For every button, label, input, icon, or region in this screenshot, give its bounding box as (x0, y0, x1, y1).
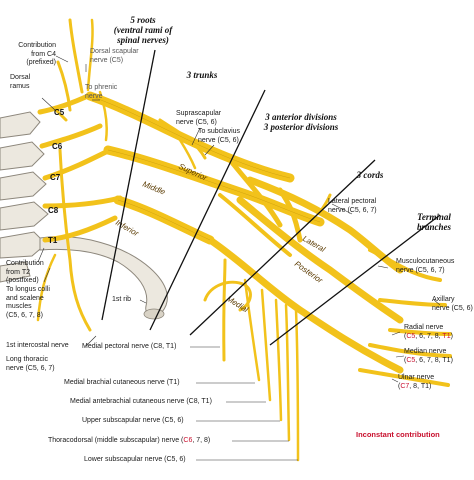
label-radial: Radial nerve (C5, 6, 7, 8, T1) (404, 324, 453, 341)
ulnar-roots: , 8, T1) (409, 382, 432, 390)
label-to-phrenic-line1: To phrenic (85, 84, 118, 91)
label-medial-brachial: Medial brachial cutaneous nerve (T1) (64, 379, 180, 386)
label-contribution-c4-line1: Contribution (18, 42, 56, 49)
label-contribution-t2-line3: (postfixed) (6, 277, 39, 284)
label-contribution-c4-line3: (prefixed) (26, 59, 56, 66)
heading-roots-line2: (ventral rami of (113, 25, 173, 35)
label-lateral-pectoral-line2: nerve (C5, 6, 7) (328, 206, 377, 214)
label-ulnar-line1: Ulnar nerve (398, 374, 435, 381)
label-dorsal-scapular: Dorsal scapular nerve (C5) (90, 48, 139, 65)
label-dorsal-scapular-line1: Dorsal scapular (90, 48, 139, 55)
label-longus-line2: and scalene (6, 294, 44, 302)
label-axillary-line2: nerve (C5, 6) (432, 304, 473, 312)
heading-roots-line3: spinal nerves) (117, 35, 169, 45)
label-medial-pectoral: Medial pectoral nerve (C8, T1) (82, 343, 177, 350)
label-dorsal-ramus: Dorsal ramus (10, 74, 30, 91)
heading-trunks: 3 trunks (186, 70, 218, 80)
label-musculocutaneous-line1: Musculocutaneous (396, 258, 455, 265)
median-paren-open: ( (404, 356, 407, 364)
label-axillary: Axillary nerve (C5, 6) (432, 296, 473, 313)
label-long-thoracic-line1: Long thoracic (6, 356, 49, 363)
label-to-subclavius: To subclavius nerve (C5, 6) (198, 128, 240, 145)
label-contribution-t2: Contribution from T2 (postfixed) (6, 260, 44, 286)
label-axillary-line1: Axillary (432, 296, 455, 303)
label-contribution-t2-line1: Contribution (6, 260, 44, 267)
label-to-phrenic-line2: nerve (85, 92, 103, 100)
heading-roots-line1: 5 roots (130, 15, 156, 25)
legend-inconstant-contribution: Inconstant contribution (356, 430, 440, 439)
radial-paren-close: ) (450, 332, 453, 340)
label-radial-line2: (C5, 6, 7, 8, T1) (404, 333, 453, 342)
leader-lines (37, 55, 441, 461)
thoracodorsal-roots: , 7, 8) (192, 437, 211, 444)
label-suprascapular-line1: Suprascapular (176, 110, 222, 117)
vertebral-column (0, 111, 49, 283)
label-longus-line3: muscles (6, 303, 32, 310)
label-to-subclavius-line2: nerve (C5, 6) (198, 136, 239, 144)
label-first-rib: 1st rib (112, 296, 132, 303)
label-dorsal-scapular-line2: nerve (C5) (90, 56, 124, 64)
thoracodorsal-inconstant-c6: C6 (183, 437, 193, 444)
label-musculocutaneous: Musculocutaneous nerve (C5, 6, 7) (396, 258, 454, 275)
heading-terminal-line2: branches (416, 222, 451, 232)
radial-inconstant-t1: T1 (442, 332, 451, 340)
root-label-c7: C7 (50, 173, 61, 182)
label-longus-line1: To longus colli (6, 286, 50, 293)
label-suprascapular-line2: nerve (C5, 6) (176, 118, 217, 126)
label-dorsal-ramus-line2: ramus (10, 82, 30, 90)
root-label-t1: T1 (48, 236, 58, 245)
rib-end (143, 308, 165, 320)
label-upper-subscapular: Upper subscapular nerve (C5, 6) (82, 417, 184, 424)
ulnar-inconstant-c7: C7 (400, 382, 410, 390)
heading-roots: 5 roots (ventral rami of spinal nerves) (98, 15, 188, 45)
root-label-c5: C5 (54, 108, 65, 117)
label-lateral-pectoral-line1: Lateral pectoral (328, 198, 377, 205)
label-median: Median nerve (C5, 6, 7, 8, T1) (404, 348, 453, 365)
radial-inconstant-c5: C5 (406, 332, 416, 340)
label-suprascapular: Suprascapular nerve (C5, 6) (176, 110, 221, 127)
radial-paren-open: ( (404, 332, 407, 340)
label-to-subclavius-line1: To subclavius (198, 128, 241, 135)
label-longus-scalene: To longus colli and scalene muscles (C5,… (6, 286, 50, 320)
label-contribution-t2-line2: from T2 (6, 268, 30, 276)
trunk-name-middle: Middle (141, 180, 167, 197)
heading-divisions: 3 anterior divisions 3 posterior divisio… (236, 112, 366, 132)
label-radial-line1: Radial nerve (404, 324, 444, 331)
label-first-intercostal: 1st intercostal nerve (6, 342, 69, 349)
label-contribution-c4: Contribution from C4 (prefixed) (4, 42, 56, 68)
heading-cords: 3 cords (356, 170, 384, 180)
median-roots: , 6, 7, 8, T1) (415, 356, 453, 364)
label-ulnar-line2: (C7, 8, T1) (398, 383, 434, 392)
heading-terminal-line1: Terminal (417, 212, 451, 222)
label-musculocutaneous-line2: nerve (C5, 6, 7) (396, 266, 445, 274)
heading-divisions-line1: 3 anterior divisions (265, 112, 337, 122)
root-label-c8: C8 (48, 206, 59, 215)
thoracodorsal-text: Thoracodorsal (middle subscapular) nerve… (48, 437, 184, 444)
label-ulnar: Ulnar nerve (C7, 8, T1) (398, 374, 434, 391)
radial-roots: , 6, 7, 8, (415, 332, 443, 340)
label-median-line1: Median nerve (404, 348, 447, 355)
label-contribution-c4-line2: from C4 (31, 50, 56, 58)
label-lateral-pectoral: Lateral pectoral nerve (C5, 6, 7) (328, 198, 377, 215)
root-label-c6: C6 (52, 142, 63, 151)
first-rib (39, 236, 168, 316)
label-thoracodorsal: Thoracodorsal (middle subscapular) nerve… (48, 437, 210, 446)
heading-terminal: Terminal branches (404, 212, 464, 232)
label-long-thoracic-line2: nerve (C5, 6, 7) (6, 364, 55, 372)
label-lower-subscapular: Lower subscapular nerve (C5, 6) (84, 456, 186, 463)
median-inconstant-c5: C5 (406, 356, 416, 364)
label-long-thoracic: Long thoracic nerve (C5, 6, 7) (6, 356, 55, 373)
label-dorsal-ramus-line1: Dorsal (10, 74, 31, 81)
trunk-name-inferior: Inferior (114, 218, 140, 238)
label-median-line2: (C5, 6, 7, 8, T1) (404, 357, 453, 366)
label-to-phrenic: To phrenic nerve (85, 84, 117, 101)
label-medial-antebrachial: Medial antebrachial cutaneous nerve (C8,… (70, 398, 212, 405)
ulnar-paren-open: ( (398, 382, 401, 390)
label-longus-line4: (C5, 6, 7, 8) (6, 311, 43, 319)
heading-divisions-line2: 3 posterior divisions (263, 122, 339, 132)
section-dividers (101, 49, 441, 346)
